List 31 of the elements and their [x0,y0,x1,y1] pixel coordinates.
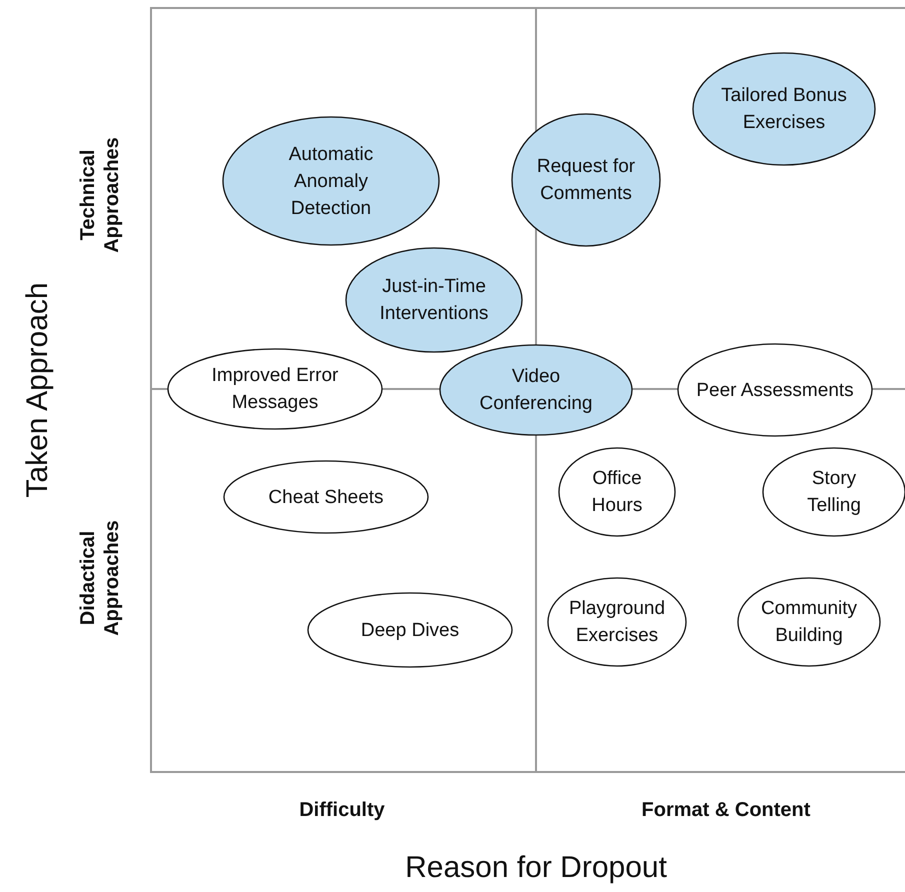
oval-node [222,116,440,246]
oval-node [558,447,676,537]
node-label: Peer Assessments [696,378,854,402]
oval-node [167,348,383,430]
node-label: Cheat Sheets [268,486,384,510]
node-label: Improved Error Messages [210,364,340,415]
node-label: Story Telling [806,467,862,518]
oval-node [307,592,513,668]
oval-node [737,577,881,667]
quadrant-label: Difficulty [298,798,386,822]
quadrant-label: Format & Content [640,798,812,822]
node-label: Request for Comments [536,155,636,206]
oval-node [511,113,661,247]
oval-node [345,247,523,353]
oval-node [439,344,633,436]
oval-node [677,343,873,437]
node-label: Playground Exercises [568,597,666,648]
node-label: Automatic Anomaly Detection [288,142,374,220]
node-label: Video Conferencing [478,365,594,416]
quadrant-label: Didactical Approaches [76,519,124,638]
oval-node [223,460,429,534]
node-label: Office Hours [590,467,644,518]
node-label: Just-in-Time Interventions [378,275,490,326]
node-label: Community Building [760,597,858,648]
quadrant-label: Technical Approaches [76,136,124,255]
node-label: Tailored Bonus Exercises [720,84,848,135]
oval-node [692,52,876,166]
oval-node [547,577,687,667]
axis-title: Taken Approach [20,281,55,500]
node-label: Deep Dives [360,618,460,642]
axis-title: Reason for Dropout [404,850,668,886]
